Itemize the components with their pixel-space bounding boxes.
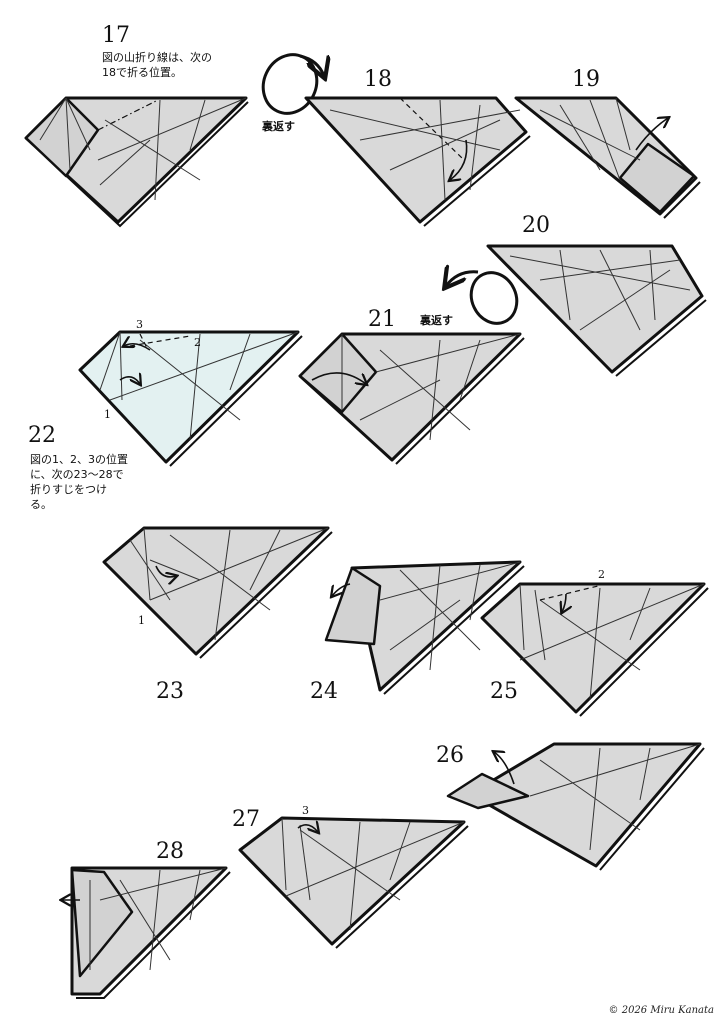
- step-28-figure: [62, 866, 231, 999]
- step-25-mark-2: 2: [598, 568, 605, 581]
- step-22-figure: [78, 330, 303, 467]
- step-20-figure: [486, 244, 707, 377]
- step-28-number: 28: [156, 839, 184, 864]
- step-22-mark-1: 1: [104, 408, 111, 421]
- step-24-figure: [324, 560, 525, 695]
- flip-arrow-icon: [261, 53, 326, 115]
- step-20-number: 20: [522, 213, 550, 238]
- step-22-mark-3: 3: [136, 318, 143, 331]
- step-24-flap: [324, 566, 382, 646]
- step-21-number: 21: [368, 307, 396, 332]
- step-17-figure: [24, 96, 249, 228]
- step-22-mark-2: 2: [194, 336, 201, 349]
- step-23-number: 23: [156, 679, 184, 704]
- step-26-flap: [446, 772, 530, 810]
- step-22-note: 図の1、2、3の位置 に、次の23〜28で 折りすじをつけ る。: [30, 453, 128, 511]
- step-17-number: 17: [102, 23, 130, 48]
- step-19-figure: [514, 96, 701, 219]
- step-27-mark-3: 3: [302, 804, 309, 817]
- step-17-note: 図の山折り線は、次の 18で折る位置。: [102, 51, 212, 79]
- step-24-number: 24: [310, 679, 338, 704]
- step-19-flap: [618, 142, 696, 214]
- step-26-number: 26: [436, 743, 464, 768]
- step-23-mark-1: 1: [138, 614, 145, 627]
- step-25-figure: [480, 582, 709, 717]
- flip-label-2: 裏返す: [419, 313, 453, 327]
- step-27-figure: [238, 816, 469, 949]
- step-18-figure: [304, 96, 531, 227]
- step-28-flap: [70, 868, 134, 978]
- step-19-number: 19: [572, 67, 600, 92]
- flip-arrow-icon-2: [446, 265, 519, 325]
- copyright-credit: © 2026 Miru Kanata: [608, 1005, 714, 1016]
- step-26-figure: [446, 742, 705, 871]
- step-23-figure: [102, 526, 333, 659]
- step-22-number: 22: [28, 423, 56, 448]
- step-27-number: 27: [232, 807, 260, 832]
- step-25-number: 25: [490, 679, 518, 704]
- step-21-figure: [298, 332, 525, 465]
- step-18-number: 18: [364, 67, 392, 92]
- flip-label-1: 裏返す: [261, 119, 295, 133]
